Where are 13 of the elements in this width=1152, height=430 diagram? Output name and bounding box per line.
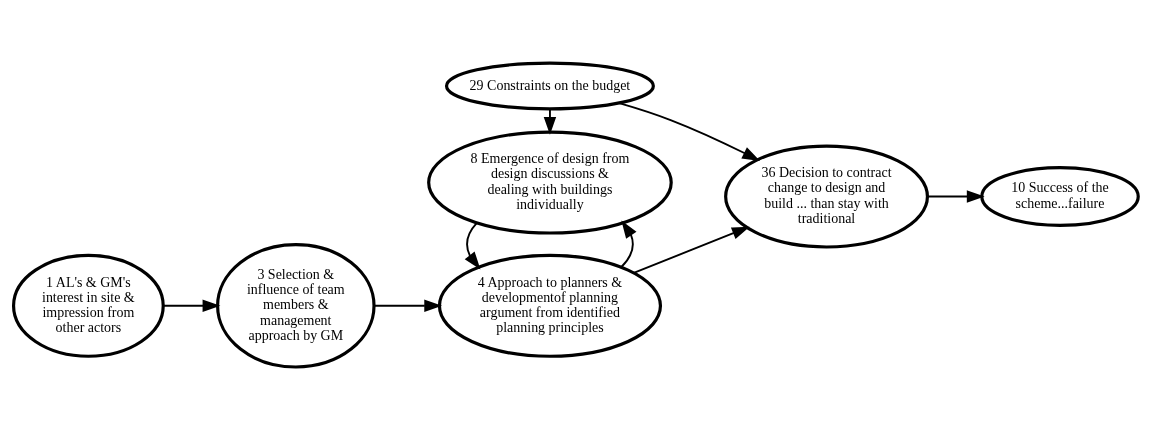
arrow [620,220,637,269]
arrow [632,226,750,274]
arrow [162,299,221,313]
arrow [926,190,985,203]
node-ellipse: 8 Emergence of design from design discussions & dealing with buildings individually [427,130,673,235]
arrow [543,108,557,135]
arrow [373,299,443,313]
node-ellipse: 3 Selection & influence of team members & management approach by GM [216,243,376,369]
node-ellipse: 10 Success of the scheme...failure [980,166,1140,228]
node-ellipse: 29 Constraints on the budget [444,61,655,111]
arrow [618,102,761,161]
arrow [464,221,481,270]
node-ellipse: 1 AL's & GM's interest in site & impression from other actors [11,253,165,358]
